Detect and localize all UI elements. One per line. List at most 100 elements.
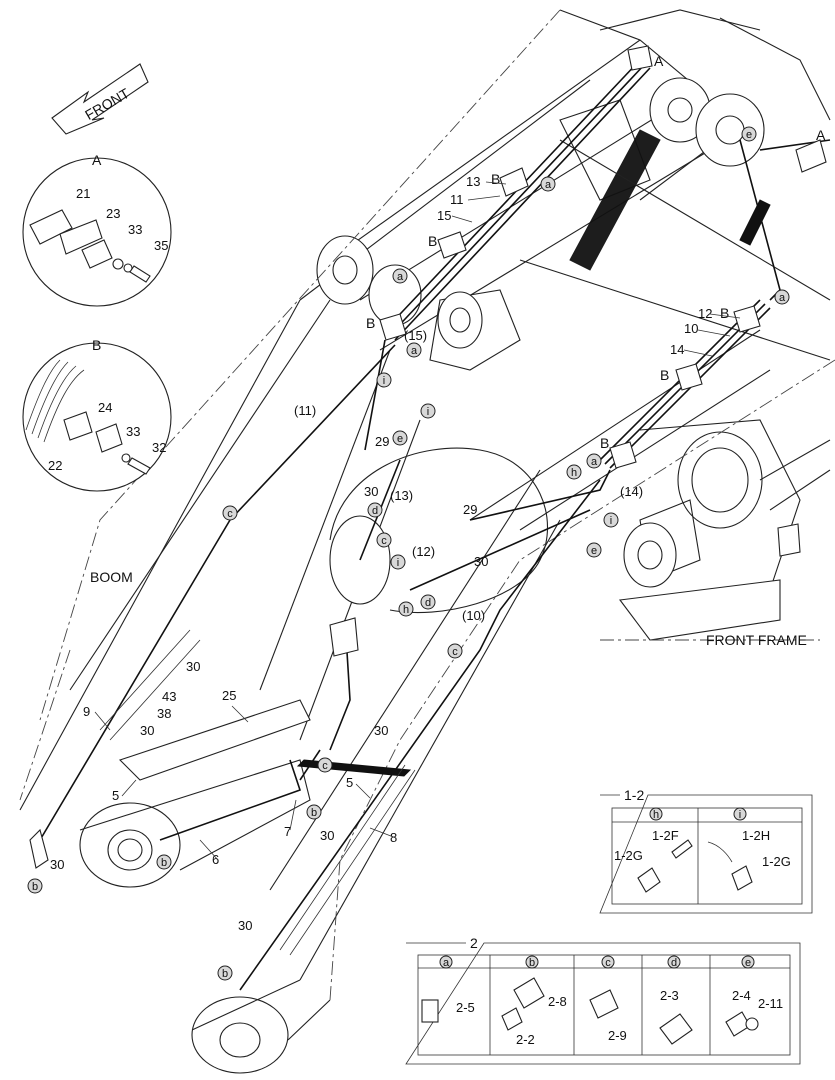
hose-lines — [29, 45, 831, 991]
svg-text:b: b — [311, 807, 317, 819]
callout-30-b: 30 — [474, 554, 488, 569]
marker-a-top: A — [654, 53, 664, 69]
ref-i-4: i — [603, 512, 619, 528]
box-2-part-2-4: 2-4 — [732, 988, 751, 1003]
callout-30-c: 30 — [186, 659, 200, 674]
detail-b-part-33: 33 — [126, 424, 140, 439]
box-1-2-title: 1-2 — [624, 787, 644, 803]
callout-30-h: 30 — [238, 918, 252, 933]
svg-text:a: a — [591, 456, 598, 468]
svg-text:d: d — [425, 597, 431, 609]
callout-30-g: 30 — [320, 828, 334, 843]
svg-text:e: e — [397, 433, 403, 445]
callout-12-paren: (12) — [412, 544, 435, 559]
front-arrow: FRONT — [51, 63, 149, 135]
callout-11-paren: (11) — [294, 403, 316, 418]
svg-text:a: a — [779, 292, 786, 304]
callout-29-b: 29 — [463, 502, 477, 517]
callout-30-f: 30 — [374, 723, 388, 738]
detail-b: B 24 33 22 32 — [22, 337, 172, 492]
box-2-part-2-11: 2-11 — [758, 996, 783, 1011]
callout-9: 9 — [83, 704, 90, 719]
callout-29-a: 29 — [375, 434, 389, 449]
box-2-title: 2 — [470, 935, 478, 951]
callout-13: 13 — [466, 174, 480, 189]
svg-text:h: h — [571, 467, 577, 479]
ref-b-3: b — [27, 878, 43, 894]
ref-i-1: i — [376, 372, 392, 388]
detail-box-1-2: 1-2 h i 1-2F 1-2G 1-2H 1-2G — [599, 787, 813, 914]
svg-text:b: b — [222, 968, 228, 980]
svg-text:c: c — [227, 508, 233, 520]
ref-e-2: e — [392, 430, 408, 446]
ref-a-3: a — [406, 342, 422, 358]
ref-c-4: c — [447, 643, 463, 659]
svg-text:e: e — [591, 545, 597, 557]
detail-a-part-23: 23 — [106, 206, 120, 221]
ref-h-2: h — [398, 601, 414, 617]
svg-text:i: i — [427, 406, 429, 418]
ref-h-1: h — [566, 464, 582, 480]
boom-label: BOOM — [90, 569, 133, 585]
detail-a-title: A — [92, 152, 102, 168]
box-2-part-2-3: 2-3 — [660, 988, 679, 1003]
box-2-ref-e: e — [741, 955, 755, 969]
callout-10-paren: (10) — [462, 608, 485, 623]
svg-text:e: e — [745, 957, 751, 969]
box-2-ref-b: b — [525, 955, 539, 969]
ref-a-5: a — [586, 453, 602, 469]
detail-a-drawing — [29, 209, 151, 283]
svg-text:d: d — [372, 505, 378, 517]
ref-i-3: i — [390, 554, 406, 570]
callout-10: 10 — [684, 321, 698, 336]
callout-43: 43 — [162, 689, 176, 704]
svg-text:c: c — [452, 646, 458, 658]
svg-text:b: b — [161, 857, 167, 869]
ref-e-1: e — [741, 126, 757, 142]
boom-structure — [19, 9, 835, 1074]
ref-a-1: a — [540, 176, 556, 192]
ref-c-1: c — [222, 505, 238, 521]
callout-25: 25 — [222, 688, 236, 703]
ref-d-1: d — [367, 502, 383, 518]
svg-text:h: h — [653, 809, 659, 821]
callout-12: 12 — [698, 306, 712, 321]
svg-text:i: i — [383, 375, 385, 387]
callout-15: 15 — [437, 208, 451, 223]
box-2-part-2-8: 2-8 — [548, 994, 567, 1009]
callout-14-paren: (14) — [620, 484, 643, 499]
marker-a-right: A — [816, 127, 826, 143]
box-2-ref-c: c — [601, 955, 615, 969]
detail-b-drawing — [25, 359, 151, 475]
ref-c-3: c — [317, 757, 333, 773]
svg-text:b: b — [529, 957, 535, 969]
ref-i-2: i — [420, 403, 436, 419]
box-2-ref-d: d — [667, 955, 681, 969]
svg-text:i: i — [610, 515, 612, 527]
svg-text:a: a — [545, 179, 552, 191]
svg-text:i: i — [397, 557, 399, 569]
detail-b-title: B — [92, 337, 101, 353]
box-2-part-2-5: 2-5 — [456, 1000, 475, 1015]
callout-30-e: 30 — [50, 857, 64, 872]
box-2-part-2-2: 2-2 — [516, 1032, 535, 1047]
svg-text:h: h — [403, 604, 409, 616]
ref-a-4: a — [774, 289, 790, 305]
box-2-ref-a: a — [439, 955, 453, 969]
box-1-2-ref-i: i — [733, 807, 747, 821]
svg-text:d: d — [671, 957, 677, 969]
detail-a-part-21: 21 — [76, 186, 90, 201]
ref-b-4: b — [217, 965, 233, 981]
front-arrow-label: FRONT — [82, 85, 132, 123]
marker-b-5: B — [660, 367, 669, 383]
ref-c-2: c — [376, 532, 392, 548]
callout-5-a: 5 — [112, 788, 119, 803]
box-1-2-part-1-2G-left: 1-2G — [614, 848, 643, 863]
detail-b-part-32: 32 — [152, 440, 166, 455]
callout-30-d: 30 — [140, 723, 154, 738]
callout-6: 6 — [212, 852, 219, 867]
callout-7: 7 — [284, 824, 291, 839]
detail-b-part-24: 24 — [98, 400, 112, 415]
detail-b-part-22: 22 — [48, 458, 62, 473]
